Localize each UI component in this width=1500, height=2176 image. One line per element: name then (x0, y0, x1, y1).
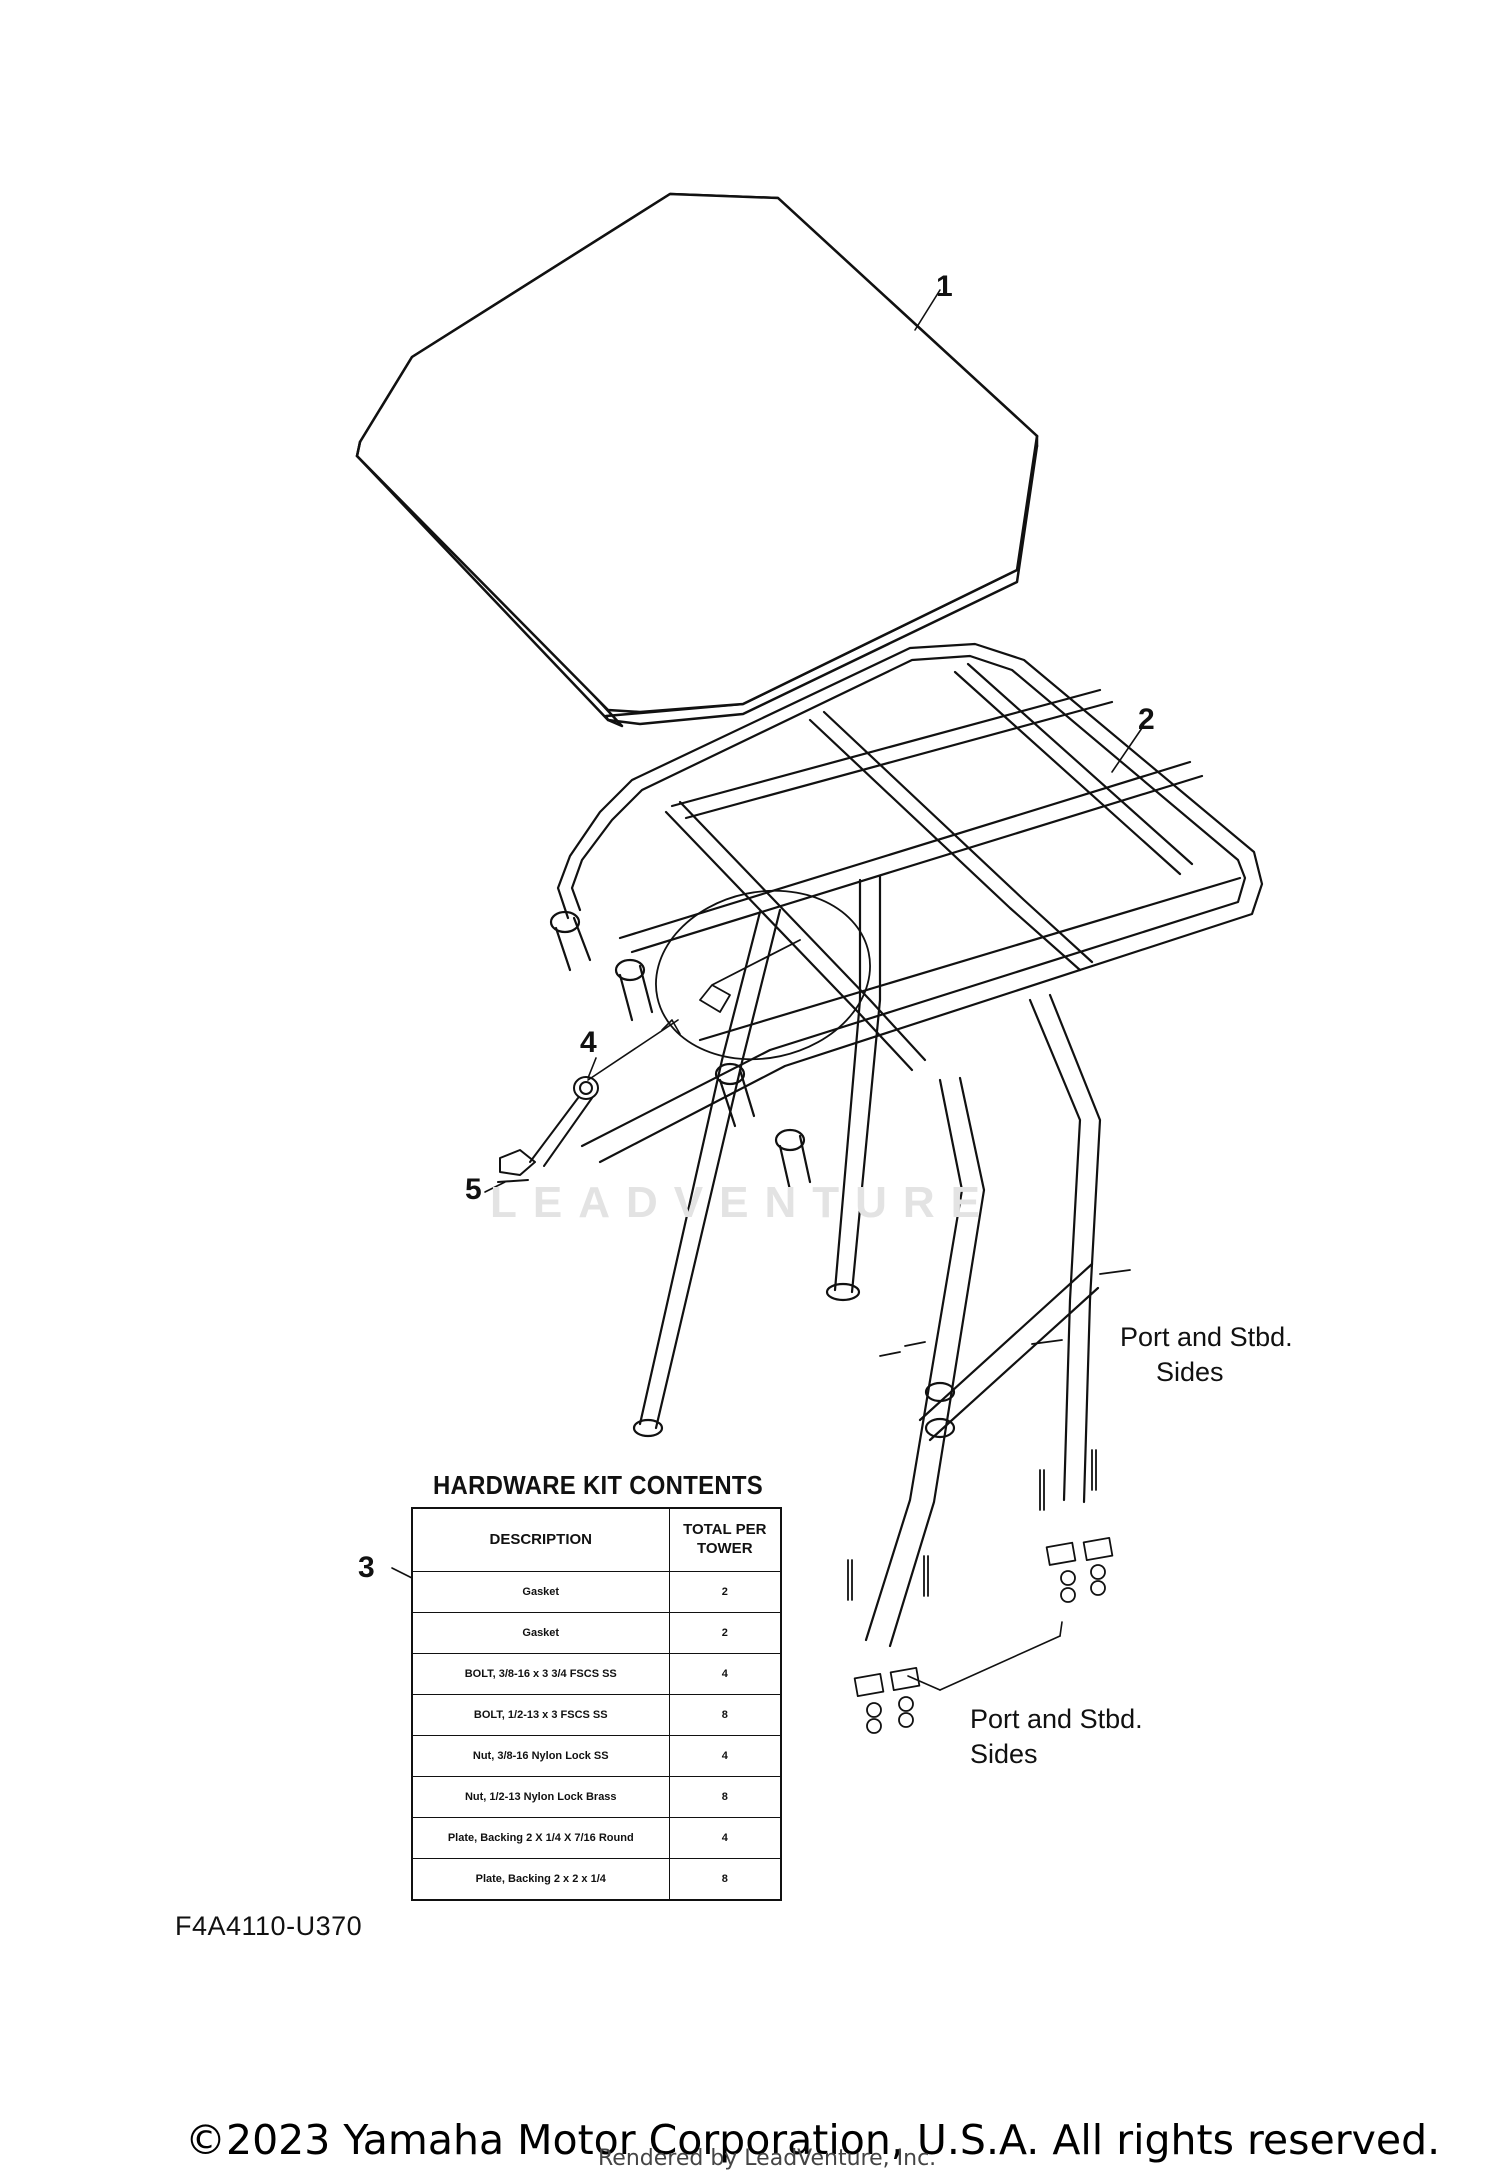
header-description: DESCRIPTION (411, 1507, 670, 1572)
row-total: 4 (668, 1653, 782, 1695)
side-note-upper-line1: Port and Stbd. (1120, 1322, 1293, 1352)
row-total: 8 (668, 1776, 782, 1818)
row-total: 4 (668, 1817, 782, 1859)
rendered-by-notice: Rendered by LeadVenture, Inc. (598, 2146, 937, 2171)
header-total-per-tower: TOTAL PER TOWER (668, 1507, 782, 1572)
row-description: BOLT, 1/2-13 x 3 FSCS SS (411, 1694, 670, 1736)
side-note-lower-line2: Sides (970, 1739, 1038, 1770)
row-total: 2 (668, 1571, 782, 1613)
detail-circle (655, 889, 871, 1061)
side-note-lower-line1: Port and Stbd. (970, 1704, 1143, 1734)
callout-2: 2 (1138, 703, 1155, 736)
tower-legs (632, 874, 1102, 1648)
header-total-line1: TOTAL PER (683, 1521, 767, 1539)
tower-frame (549, 642, 1264, 1192)
leader-lines (391, 289, 1143, 1691)
side-note-upper-line2: Sides (1156, 1357, 1224, 1388)
part-code: F4A4110-U370 (175, 1911, 363, 1941)
header-total-line2: TOWER (696, 1540, 753, 1557)
row-description: BOLT, 3/8-16 x 3 3/4 FSCS SS (411, 1653, 670, 1695)
row-total: 4 (668, 1735, 782, 1777)
row-description: Nut, 3/8-16 Nylon Lock SS (411, 1735, 670, 1777)
hardware-kit-title: HARDWARE KIT CONTENTS (432, 1470, 764, 1500)
row-description: Gasket (411, 1612, 670, 1654)
row-description: Nut, 1/2-13 Nylon Lock Brass (411, 1776, 670, 1818)
side-note-lower: Port and Stbd. Sides (970, 1702, 1143, 1772)
callout-5: 5 (465, 1173, 482, 1206)
callout-1: 1 (936, 270, 953, 303)
table-header-row: DESCRIPTION TOTAL PER TOWER (411, 1507, 782, 1572)
copyright-notice: ©2023 Yamaha Motor Corporation, U.S.A. A… (185, 2116, 1441, 2164)
row-total: 8 (668, 1694, 782, 1736)
row-total: 2 (668, 1612, 782, 1654)
row-description: Plate, Backing 2 X 1/4 X 7/16 Round (411, 1817, 670, 1859)
watermark: LEADVENTURE (490, 1178, 997, 1227)
row-description: Plate, Backing 2 x 2 x 1/4 (411, 1858, 670, 1901)
side-note-upper: Port and Stbd. Sides (1120, 1320, 1293, 1390)
row-description: Gasket (411, 1571, 670, 1613)
callout-3: 3 (358, 1551, 375, 1584)
canopy-panel (355, 192, 1039, 728)
row-total: 8 (668, 1858, 782, 1901)
callout-4: 4 (580, 1026, 597, 1059)
mount-hardware (497, 1076, 599, 1183)
foot-hardware (847, 1269, 1131, 1734)
